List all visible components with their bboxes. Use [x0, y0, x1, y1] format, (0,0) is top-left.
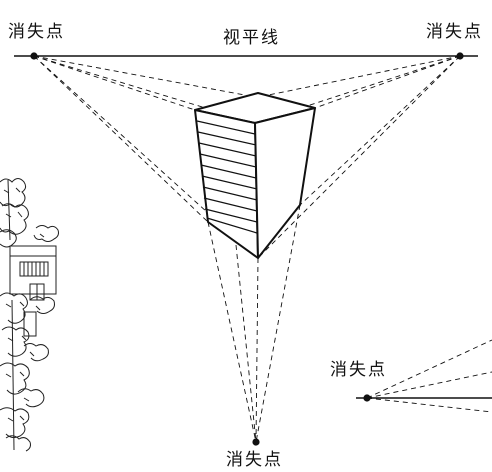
partial-convergence-lines [366, 339, 492, 413]
vanishing-point-label-bottom: 消失点 [226, 450, 283, 470]
tree-house-sketch [0, 178, 59, 452]
vanishing-point-label-top-right: 消失点 [426, 22, 483, 42]
vanishing-point-dot-bottom [252, 438, 260, 446]
convergence-lines-bottom [207, 204, 301, 443]
vanishing-point-label-top-left: 消失点 [8, 22, 65, 42]
horizon-label: 视平线 [223, 28, 280, 48]
building-block [194, 92, 316, 259]
building-window-stripes [196, 120, 258, 234]
vanishing-point-dot-partial [363, 394, 371, 402]
vanishing-point-dot-left [30, 52, 38, 60]
vanishing-point-label-partial: 消失点 [330, 360, 387, 380]
vanishing-point-dot-right [456, 52, 464, 60]
building-right-face [254, 107, 316, 259]
